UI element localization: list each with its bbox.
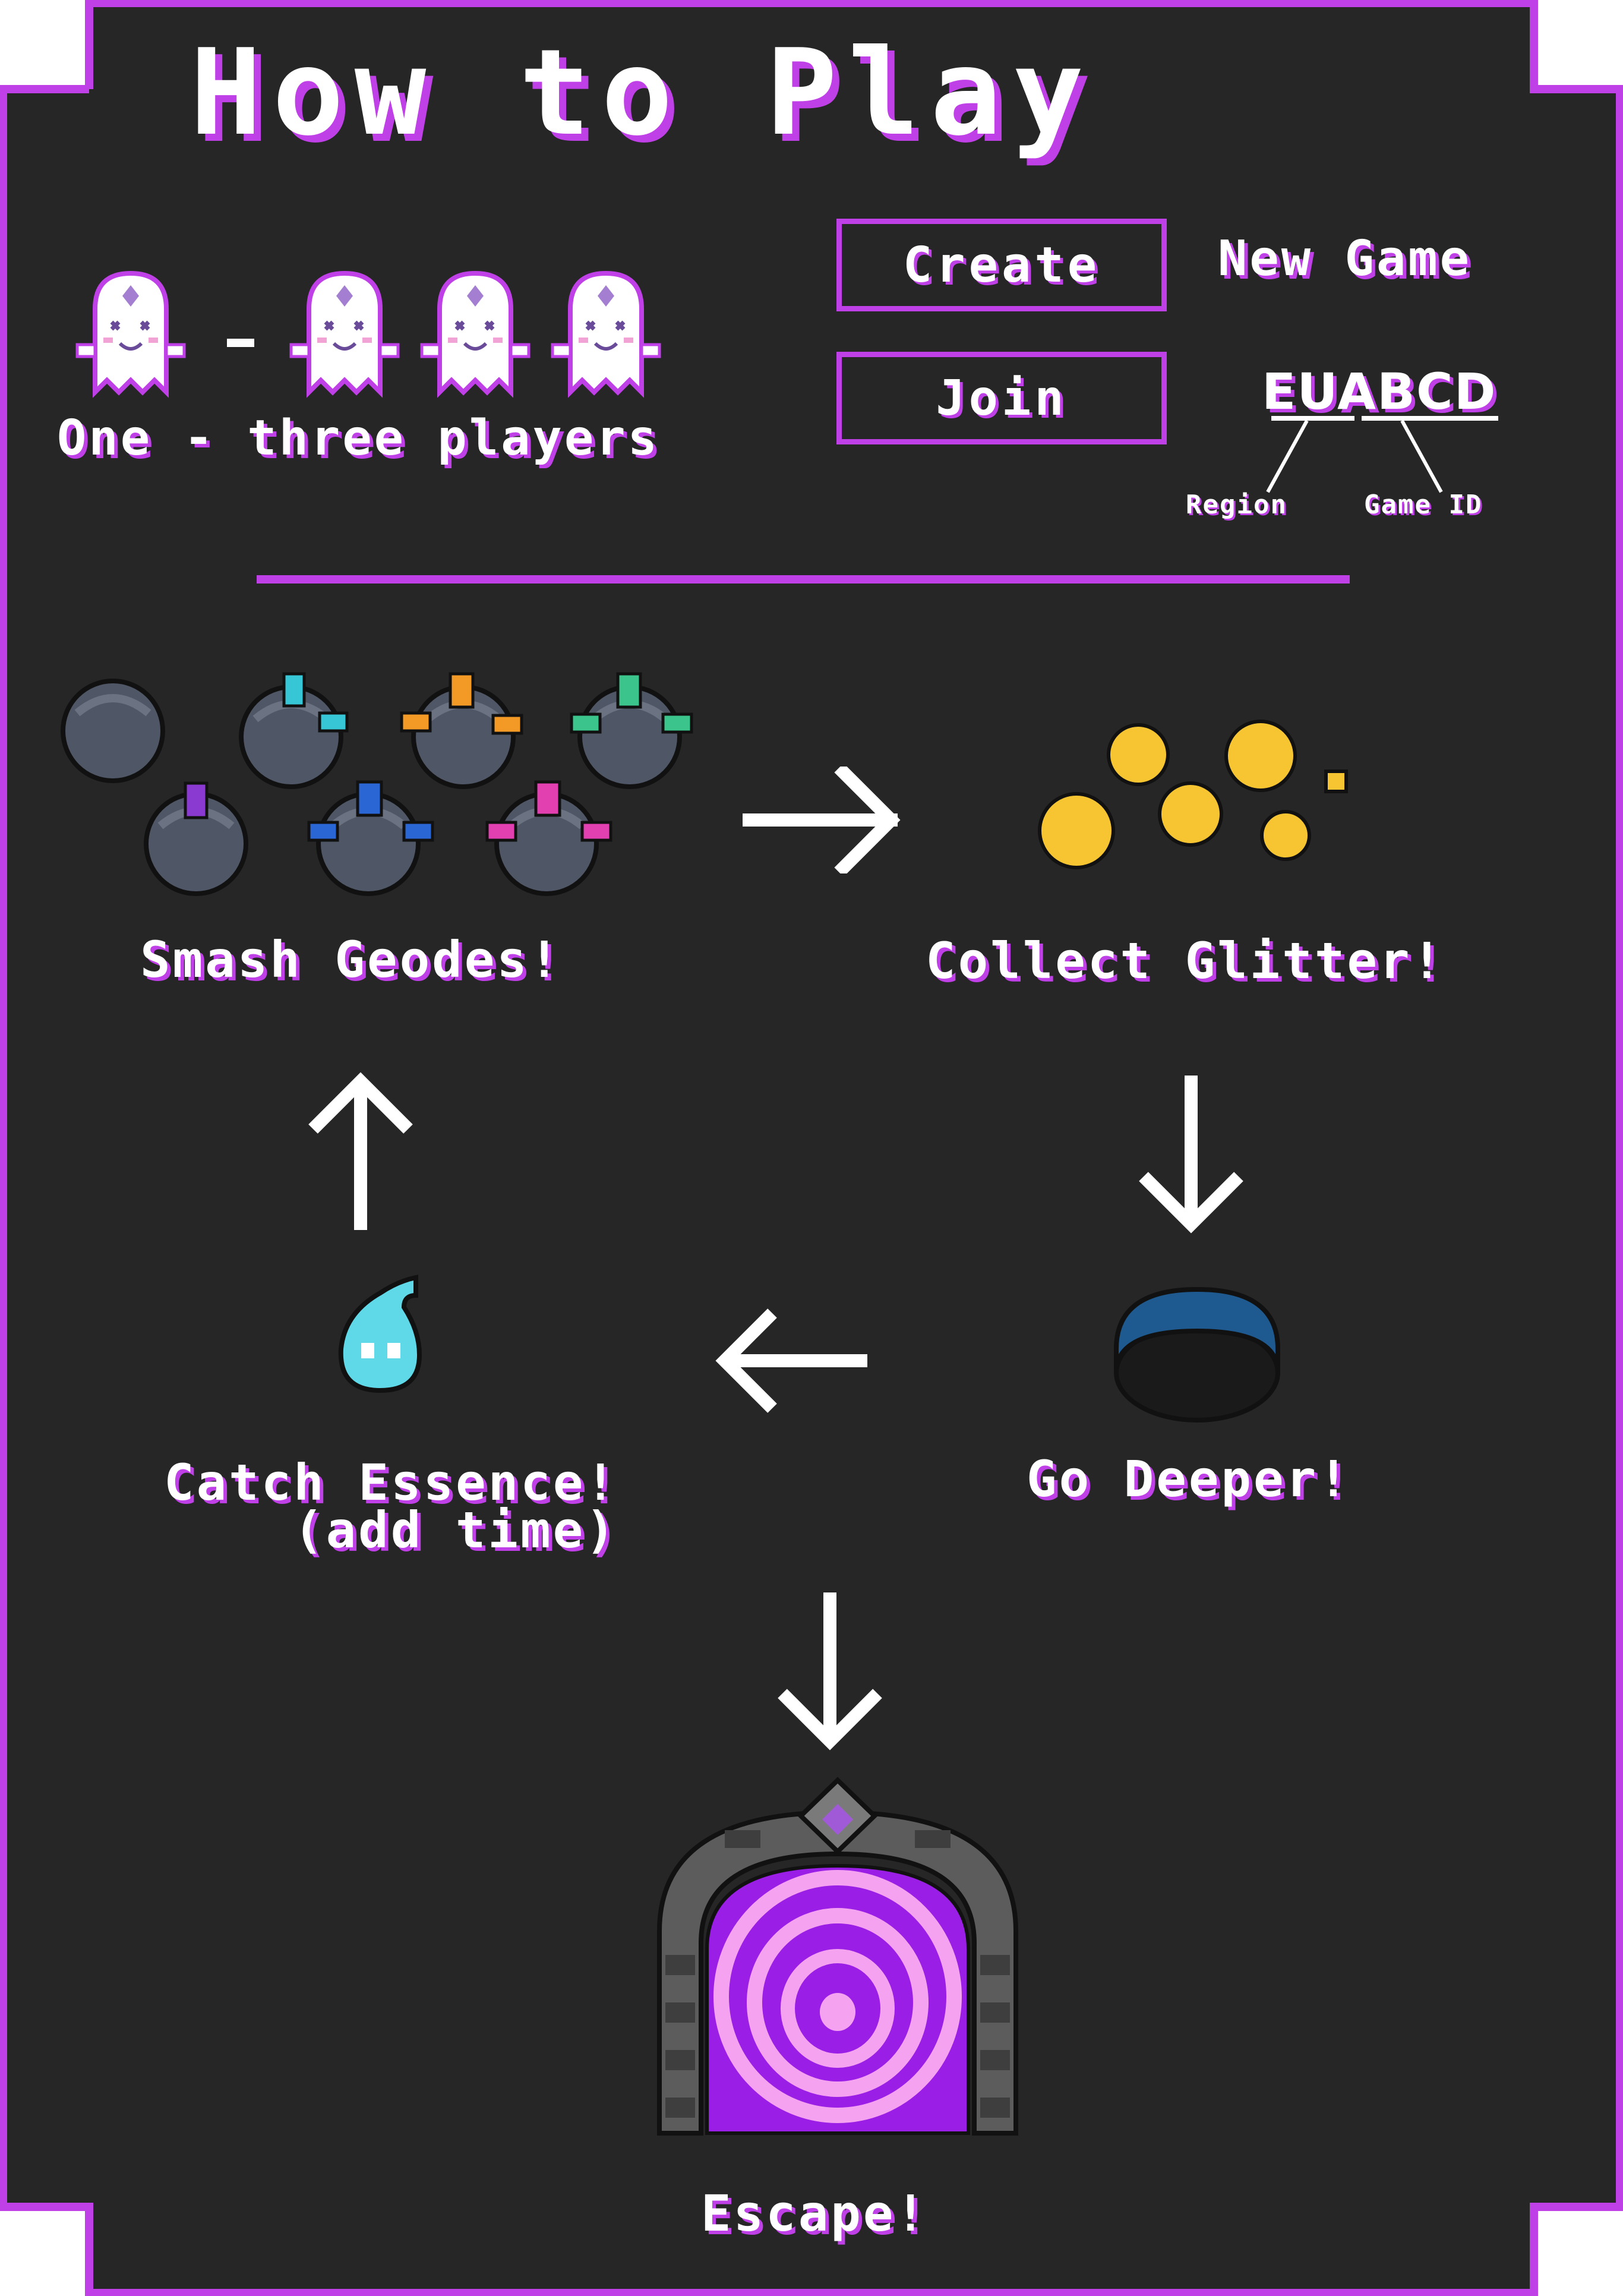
game-id-label: Game ID bbox=[1364, 490, 1483, 520]
arrow-icon bbox=[743, 767, 901, 873]
geode-icon bbox=[570, 672, 693, 787]
geode-icon bbox=[307, 780, 434, 894]
step-smash-label: Smash Geodes! bbox=[140, 931, 562, 989]
geode-icon bbox=[146, 781, 246, 894]
arrow-icon bbox=[308, 1072, 413, 1230]
geode-icon bbox=[485, 780, 612, 894]
glitter-coin-icon bbox=[1158, 781, 1223, 847]
arrow-icon bbox=[1139, 1076, 1243, 1234]
ghost-icon bbox=[552, 273, 659, 392]
glitter-coin-icon bbox=[1324, 769, 1348, 793]
glitter-coin-icon bbox=[1107, 723, 1170, 786]
page-title: How to Play bbox=[190, 24, 1095, 162]
create-button[interactable]: Create bbox=[836, 219, 1167, 311]
players-label: One - three players bbox=[57, 410, 659, 466]
game-code: EUABCD bbox=[1262, 362, 1497, 421]
essence-drop-icon bbox=[338, 1275, 422, 1393]
ghost-icon bbox=[422, 273, 529, 392]
new-game-label: New Game bbox=[1218, 231, 1472, 287]
divider bbox=[257, 575, 1350, 584]
ghost-icon bbox=[77, 273, 184, 392]
geodes-illustration bbox=[53, 672, 693, 915]
step-collect-label: Collect Glitter! bbox=[926, 932, 1445, 990]
hole-icon bbox=[1114, 1286, 1280, 1423]
step-deeper-label: Go Deeper! bbox=[1027, 1450, 1351, 1508]
arrow-icon bbox=[778, 1592, 882, 1751]
glitter-coin-icon bbox=[1260, 810, 1311, 861]
glitter-coin-icon bbox=[1224, 720, 1297, 792]
ghost-icon bbox=[291, 273, 398, 392]
game-code-brackets bbox=[1266, 416, 1498, 493]
join-button[interactable]: Join bbox=[836, 352, 1167, 444]
region-label: Region bbox=[1186, 490, 1287, 520]
glitter-illustration bbox=[1038, 720, 1348, 869]
arrow-icon bbox=[715, 1308, 867, 1413]
dash-mark bbox=[227, 339, 254, 347]
geode-icon bbox=[241, 672, 349, 787]
step-escape-label: Escape! bbox=[701, 2184, 929, 2243]
step-catch-label: Catch Essence! bbox=[164, 1453, 618, 1512]
players-illustration bbox=[71, 267, 701, 404]
glitter-coin-icon bbox=[1038, 792, 1115, 869]
geode-icon bbox=[63, 681, 163, 781]
portal-icon bbox=[657, 1777, 1018, 2136]
geode-icon bbox=[400, 672, 523, 787]
step-catch-sublabel: (add time) bbox=[293, 1501, 618, 1559]
